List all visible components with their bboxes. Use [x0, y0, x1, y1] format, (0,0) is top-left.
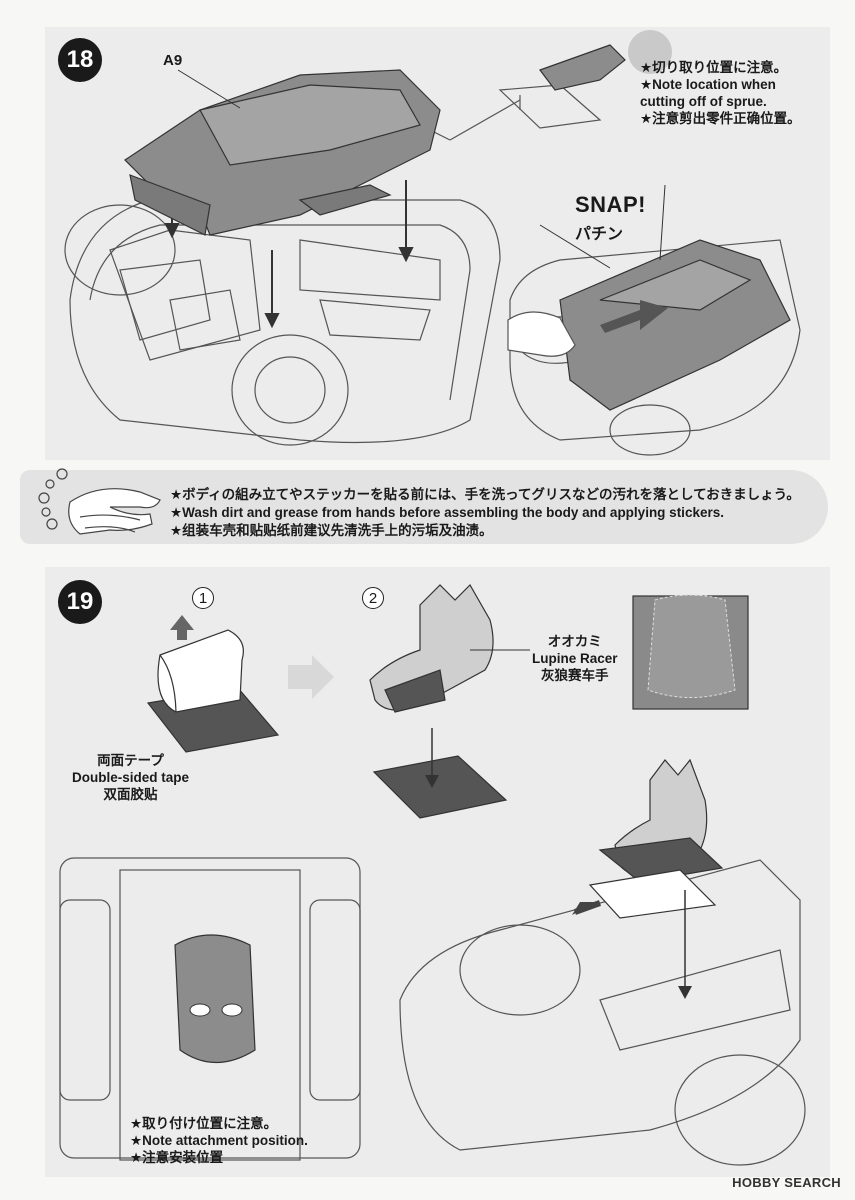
- figure-label-line: Lupine Racer: [532, 651, 618, 666]
- note-line: cutting off of sprue.: [640, 94, 767, 109]
- attach-note-line: ★取り付け位置に注意。: [130, 1116, 278, 1131]
- figure-label-line: 灰狼赛车手: [541, 668, 609, 683]
- watermark-logo: HOBBY SEARCH: [732, 1175, 841, 1190]
- tape-label-line: 両面テープ: [97, 753, 164, 768]
- sub-step-1-marker: 1: [192, 587, 214, 609]
- tape-label-line: 双面胶贴: [103, 787, 158, 802]
- step-18-badge: 18: [58, 38, 102, 82]
- snap-label-jp: パチン: [575, 226, 624, 243]
- note-line: ★Note location when: [640, 77, 776, 92]
- double-sided-tape-label: 両面テープ Double-sided tape 双面胶贴: [72, 752, 189, 803]
- sub-step-2-marker: 2: [362, 587, 384, 609]
- wash-line: ★ボディの組み立てやステッカーを貼る前には、手を洗ってグリスなどの汚れを落として…: [170, 487, 800, 502]
- attach-note-line: ★Note attachment position.: [130, 1133, 308, 1148]
- sprue-location-note: ★切り取り位置に注意。 ★Note location when cutting …: [640, 59, 801, 127]
- note-line: ★注意剪出零件正确位置。: [640, 111, 801, 126]
- hands-icon: [38, 468, 161, 535]
- wash-hands-text: ★ボディの組み立てやステッカーを貼る前には、手を洗ってグリスなどの汚れを落として…: [170, 486, 800, 540]
- part-label-a9: A9: [163, 52, 183, 69]
- snap-label: SNAP!: [575, 192, 646, 217]
- watermark-text: HOBBY SEARCH: [732, 1175, 841, 1190]
- note-line: ★切り取り位置に注意。: [640, 60, 788, 75]
- step-18-illustration: [64, 30, 801, 456]
- lupine-racer-label: オオカミ Lupine Racer 灰狼赛车手: [532, 633, 618, 684]
- tape-label-line: Double-sided tape: [72, 770, 190, 785]
- step-19-badge: 19: [58, 580, 102, 624]
- figure-label-line: オオカミ: [547, 634, 602, 649]
- wash-line: ★组装车壳和贴贴纸前建议先清洗手上的污垢及油渍。: [170, 523, 493, 538]
- wash-hands-notice: [20, 470, 828, 544]
- attach-note-line: ★注意安装位置: [130, 1150, 224, 1165]
- wash-line: ★Wash dirt and grease from hands before …: [170, 505, 724, 520]
- attachment-position-note: ★取り付け位置に注意。 ★Note attachment position. ★…: [130, 1115, 308, 1166]
